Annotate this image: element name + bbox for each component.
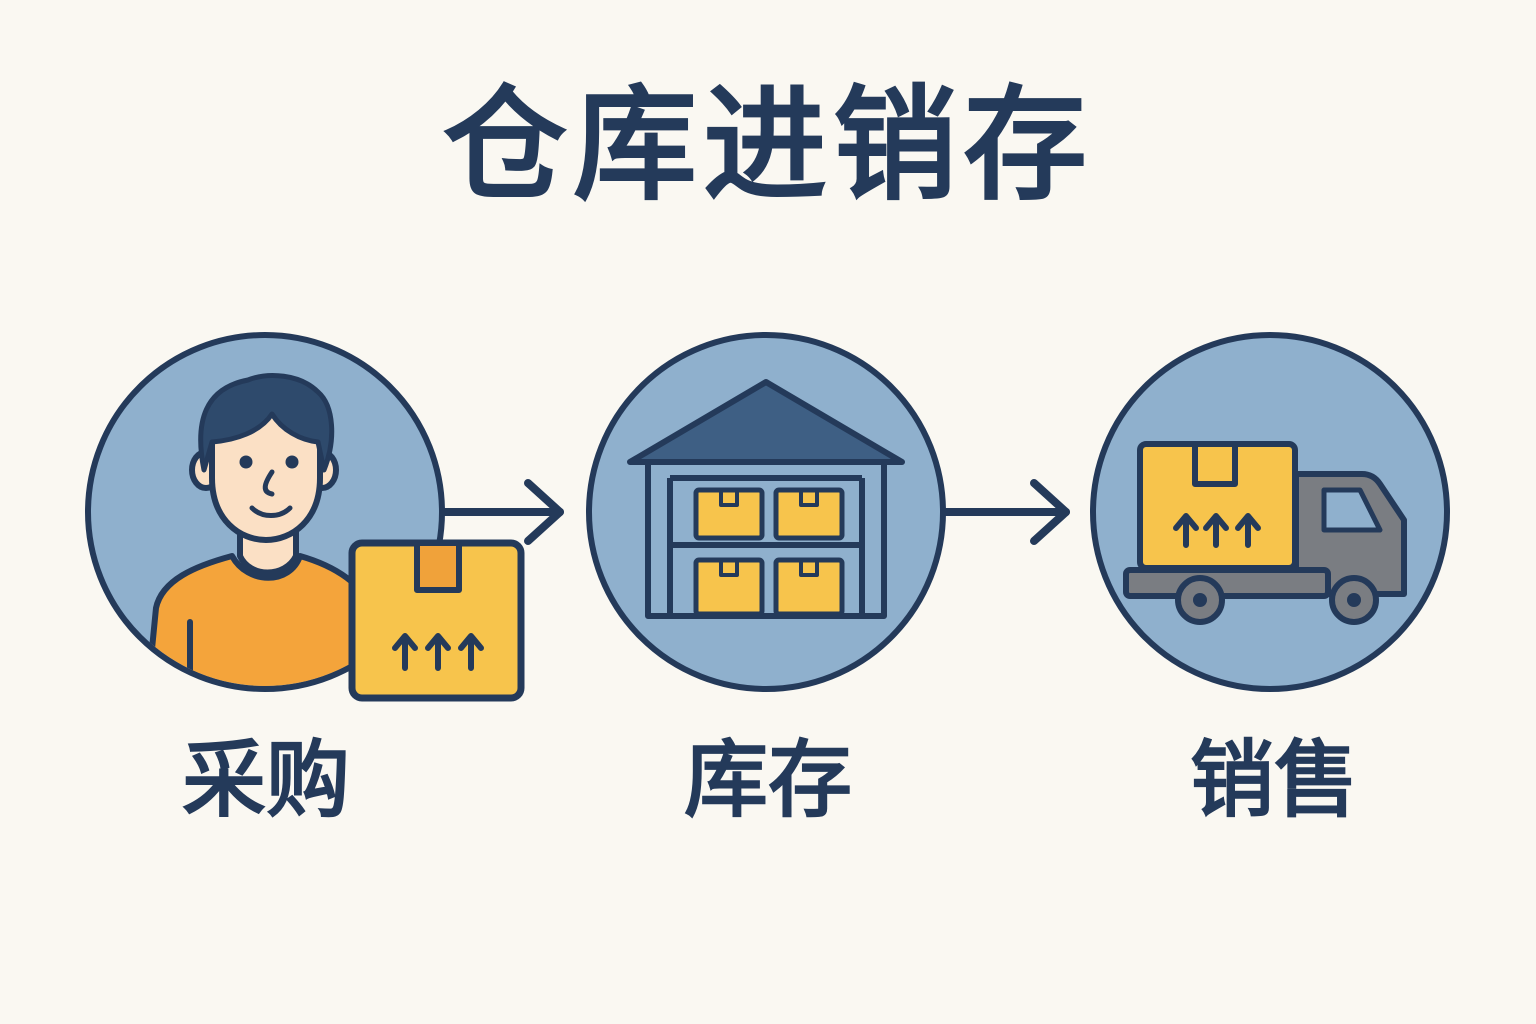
stage-label-sales: 销售 (1189, 731, 1358, 829)
stage-label-purchase: 采购 (181, 731, 350, 829)
stage-label-inventory: 库存 (683, 731, 852, 829)
stage-sales (1090, 332, 1450, 692)
page-title: 仓库进销存 (442, 74, 1093, 218)
delivery-truck-icon (1123, 441, 1407, 625)
person-with-box-icon (145, 373, 525, 702)
warehouse-icon (627, 379, 905, 619)
stage-purchase (85, 332, 525, 702)
flow-arrow-2 (942, 479, 1070, 545)
stage-inventory (586, 332, 946, 692)
flow-arrow-1 (440, 479, 564, 545)
